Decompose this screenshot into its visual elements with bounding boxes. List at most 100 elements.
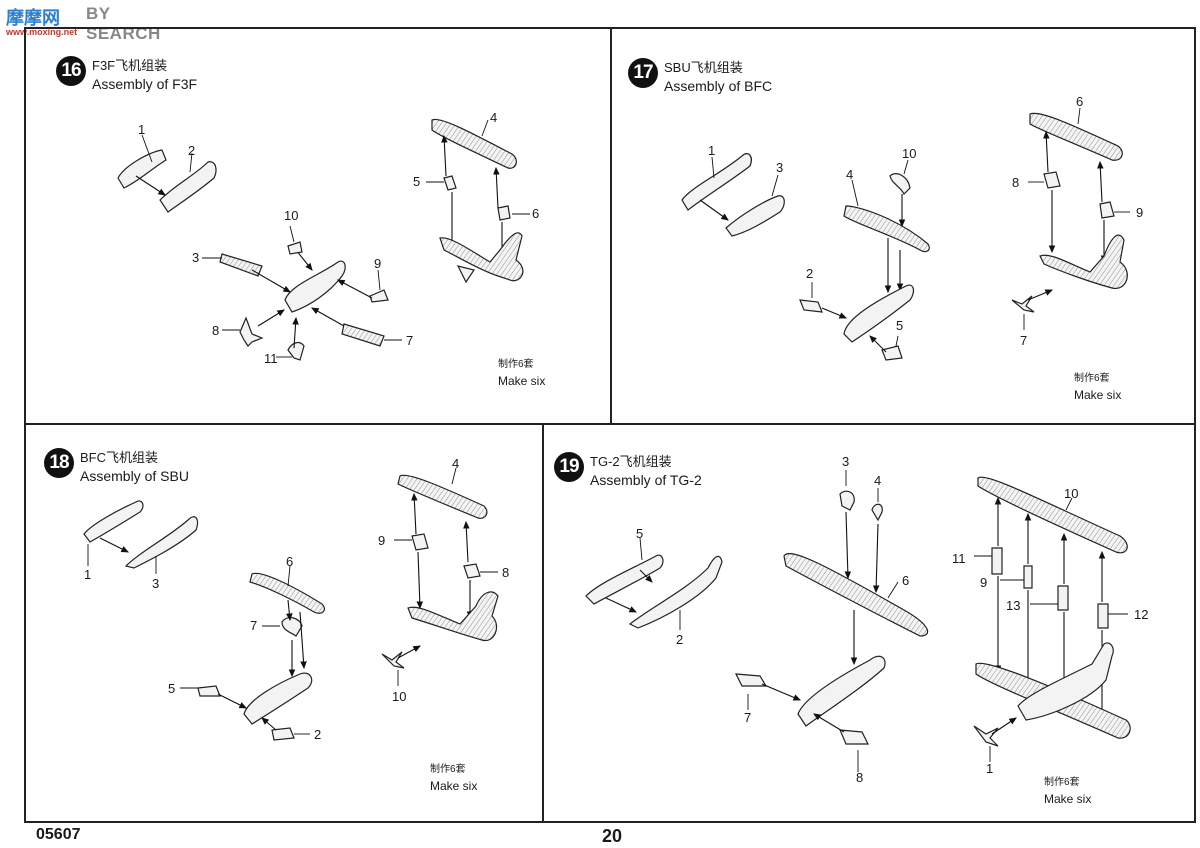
bfc-lower-wing [843,205,930,253]
f3f-upper-wing [431,118,517,169]
tg2-strut-11 [991,547,1003,575]
frame-left [24,27,26,823]
step-19-label-4: 4 [874,473,882,488]
step-16-label-7: 7 [406,333,414,348]
step-17-header: 17 SBU飞机组装 Assembly of BFC [628,58,772,96]
step-18-title-en: Assembly of SBU [80,468,189,484]
bfc-strut-8 [1043,171,1061,189]
step-17-label-3: 3 [776,160,784,175]
frame-right [1194,27,1196,823]
step-19-label-7: 7 [744,710,752,725]
step-17-make-cn: 制作6套 [1074,373,1110,384]
step19-drawing [585,470,1131,772]
tg2-strut-13 [1057,585,1069,611]
step-17-label-7: 7 [1020,333,1028,348]
tg2-strut-9 [1023,565,1033,589]
bfc-assembled [1039,234,1128,290]
step-19-label-1: 1 [986,761,994,776]
sbu-part-7 [281,617,303,637]
step-18-label-9: 9 [378,533,386,548]
step-16-make-en: Make six [498,374,546,388]
sbu-strut-9 [411,533,429,551]
sbu-propeller [381,651,405,669]
step-19-make-cn: 制作6套 [1044,777,1080,788]
sbu-assembled [407,591,499,642]
step-16-label-8: 8 [212,323,220,338]
step-18-make-cn: 制作6套 [430,764,466,775]
step-19-label-12: 12 [1134,607,1149,622]
step-18-label-5: 5 [168,681,176,696]
step-17-label-4: 4 [846,167,854,182]
tg2-part-7 [734,673,768,687]
f3f-lower-wing-right [341,323,385,347]
step-16-label-1: 1 [138,122,146,137]
f3f-fuselage [284,260,346,313]
sbu-fuselage-left [83,500,144,543]
step-19-label-10: 10 [1064,486,1079,501]
bfc-part-2 [799,299,823,313]
f3f-part-9 [369,289,389,303]
step-18-make-note: 制作6套 Make six [430,761,477,795]
bfc-fuselage [843,284,915,343]
f3f-part-10 [287,241,303,255]
f3f-fuselage-right [159,161,217,213]
step-17-make-note: 制作6套 Make six [1074,370,1121,404]
step-16-label-10: 10 [284,208,299,223]
step-16-label-5: 5 [413,174,421,189]
sbu-part-5 [197,685,221,697]
step-19-label-11: 11 [952,551,966,566]
step-16-label-4: 4 [490,110,498,125]
tg2-fuselage-left [585,554,664,605]
bfc-fuselage-right [725,195,785,237]
step-19-make-note: 制作6套 Make six [1044,774,1091,808]
step-19-label-5: 5 [636,526,644,541]
step-16-label-6: 6 [532,206,540,221]
step-19-badge: 19 [554,452,584,482]
sbu-fuselage [243,672,313,725]
document-code: 05607 [36,826,81,843]
step-19-label-9: 9 [980,575,988,590]
bfc-strut-9 [1099,201,1115,219]
step-16-label-11: 11 [264,351,278,366]
step-17-title-en: Assembly of BFC [664,78,773,94]
step-16-badge: 16 [56,56,86,86]
sbu-lower-wing [249,572,326,614]
step18-drawing [83,467,499,741]
step-16-header: 16 F3F飞机组装 Assembly of F3F [56,56,197,94]
step-18-label-3: 3 [152,576,160,591]
step-17-badge: 17 [628,58,658,88]
frame-bottom [24,821,1196,823]
step-18-make-en: Make six [430,779,478,793]
step-18-label-10: 10 [392,689,407,704]
step-17-label-9: 9 [1136,205,1144,220]
step-19-title-cn: TG-2飞机组装 [590,454,672,469]
step-17-label-1: 1 [708,143,716,158]
sbu-strut-8 [463,563,481,579]
step-19-label-3: 3 [842,454,850,469]
step-18-label-8: 8 [502,565,510,580]
step-19-label-2: 2 [676,632,684,647]
step17-drawing [681,107,1130,361]
step-19-header: 19 TG-2飞机组装 Assembly of TG-2 [554,452,702,490]
step-17-label-2: 2 [806,266,814,281]
step-19-make-en: Make six [1044,792,1092,806]
step-16-label-2: 2 [188,143,196,158]
bfc-part-5 [881,345,903,361]
step-19-title-en: Assembly of TG-2 [590,472,702,488]
step-16-make-cn: 制作6套 [498,359,534,370]
frame-bottom-divider [542,423,544,823]
step-18-label-7: 7 [250,618,258,633]
step-19-label-13: 13 [1006,598,1021,613]
sbu-upper-wing [397,474,488,519]
step-17-title-cn: SBU飞机组装 [664,60,743,75]
step-18-label-2: 2 [314,727,322,742]
step-17-make-en: Make six [1074,388,1122,402]
step-18-label-6: 6 [286,554,294,569]
f3f-strut-5 [443,175,457,191]
tg2-propeller [973,725,999,747]
tg2-upper-wing [977,476,1128,554]
step-17-label-5: 5 [896,318,904,333]
tg2-fuselage-right [628,555,723,629]
page-number: 20 [602,826,623,846]
frame-top-divider [610,27,612,425]
